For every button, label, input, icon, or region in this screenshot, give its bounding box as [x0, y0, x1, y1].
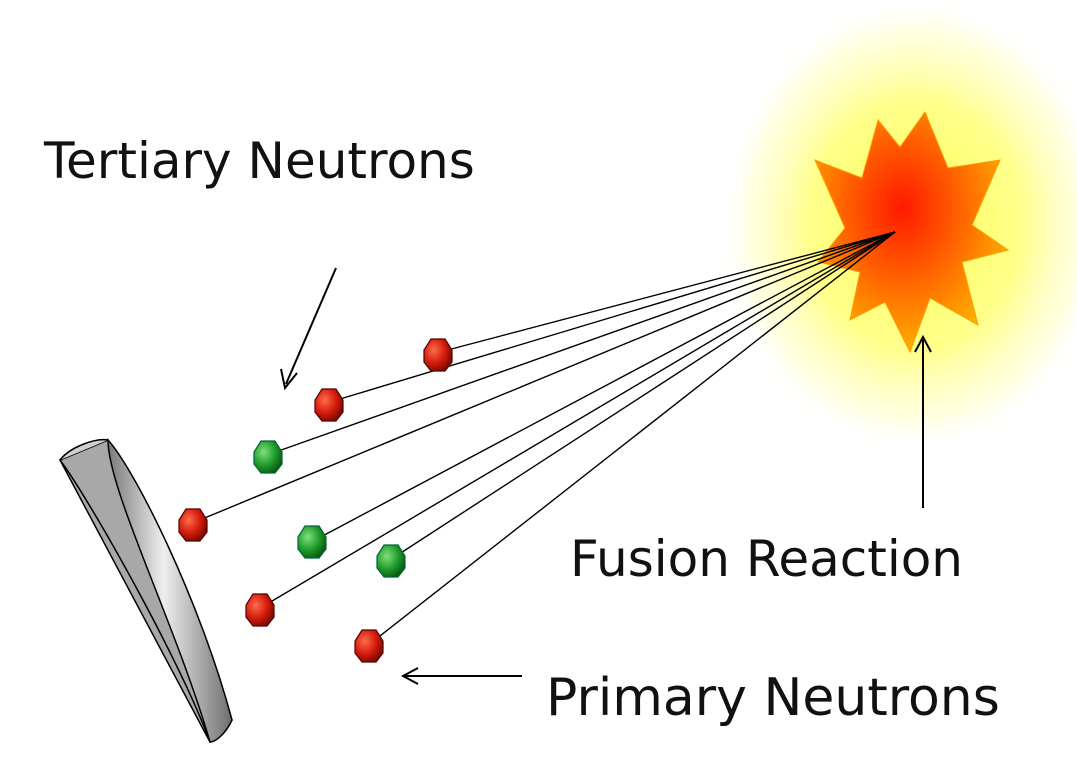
neutron-icon	[314, 388, 344, 422]
neutron-icon	[178, 508, 208, 542]
annotation-arrows	[280, 267, 932, 685]
neutron-icon	[354, 629, 384, 663]
fusion-burst-icon	[814, 110, 1010, 354]
tertiary-arrow	[285, 267, 337, 385]
neutrons	[178, 338, 453, 663]
ray	[329, 231, 896, 403]
detector-disk-icon	[58, 438, 233, 744]
ray	[392, 231, 896, 559]
ray	[439, 231, 896, 353]
neutron-icon	[253, 440, 283, 474]
fusion-reaction-label: Fusion Reaction	[570, 530, 963, 588]
primary-arrow-head	[400, 667, 419, 685]
neutron-icon	[245, 593, 275, 627]
tertiary-arrow-head	[280, 368, 298, 391]
neutron-rays	[194, 231, 896, 644]
ray	[269, 231, 896, 455]
ray	[370, 231, 896, 644]
ray	[314, 231, 896, 541]
fusion-arrow-head	[914, 334, 932, 353]
neutron-icon	[423, 338, 453, 372]
neutron-icon	[376, 544, 406, 578]
primary-neutrons-label: Primary Neutrons	[546, 668, 1000, 728]
ray	[194, 231, 896, 523]
ray	[261, 231, 896, 608]
neutron-icon	[297, 525, 327, 559]
tertiary-neutrons-label: Tertiary Neutrons	[44, 132, 475, 190]
